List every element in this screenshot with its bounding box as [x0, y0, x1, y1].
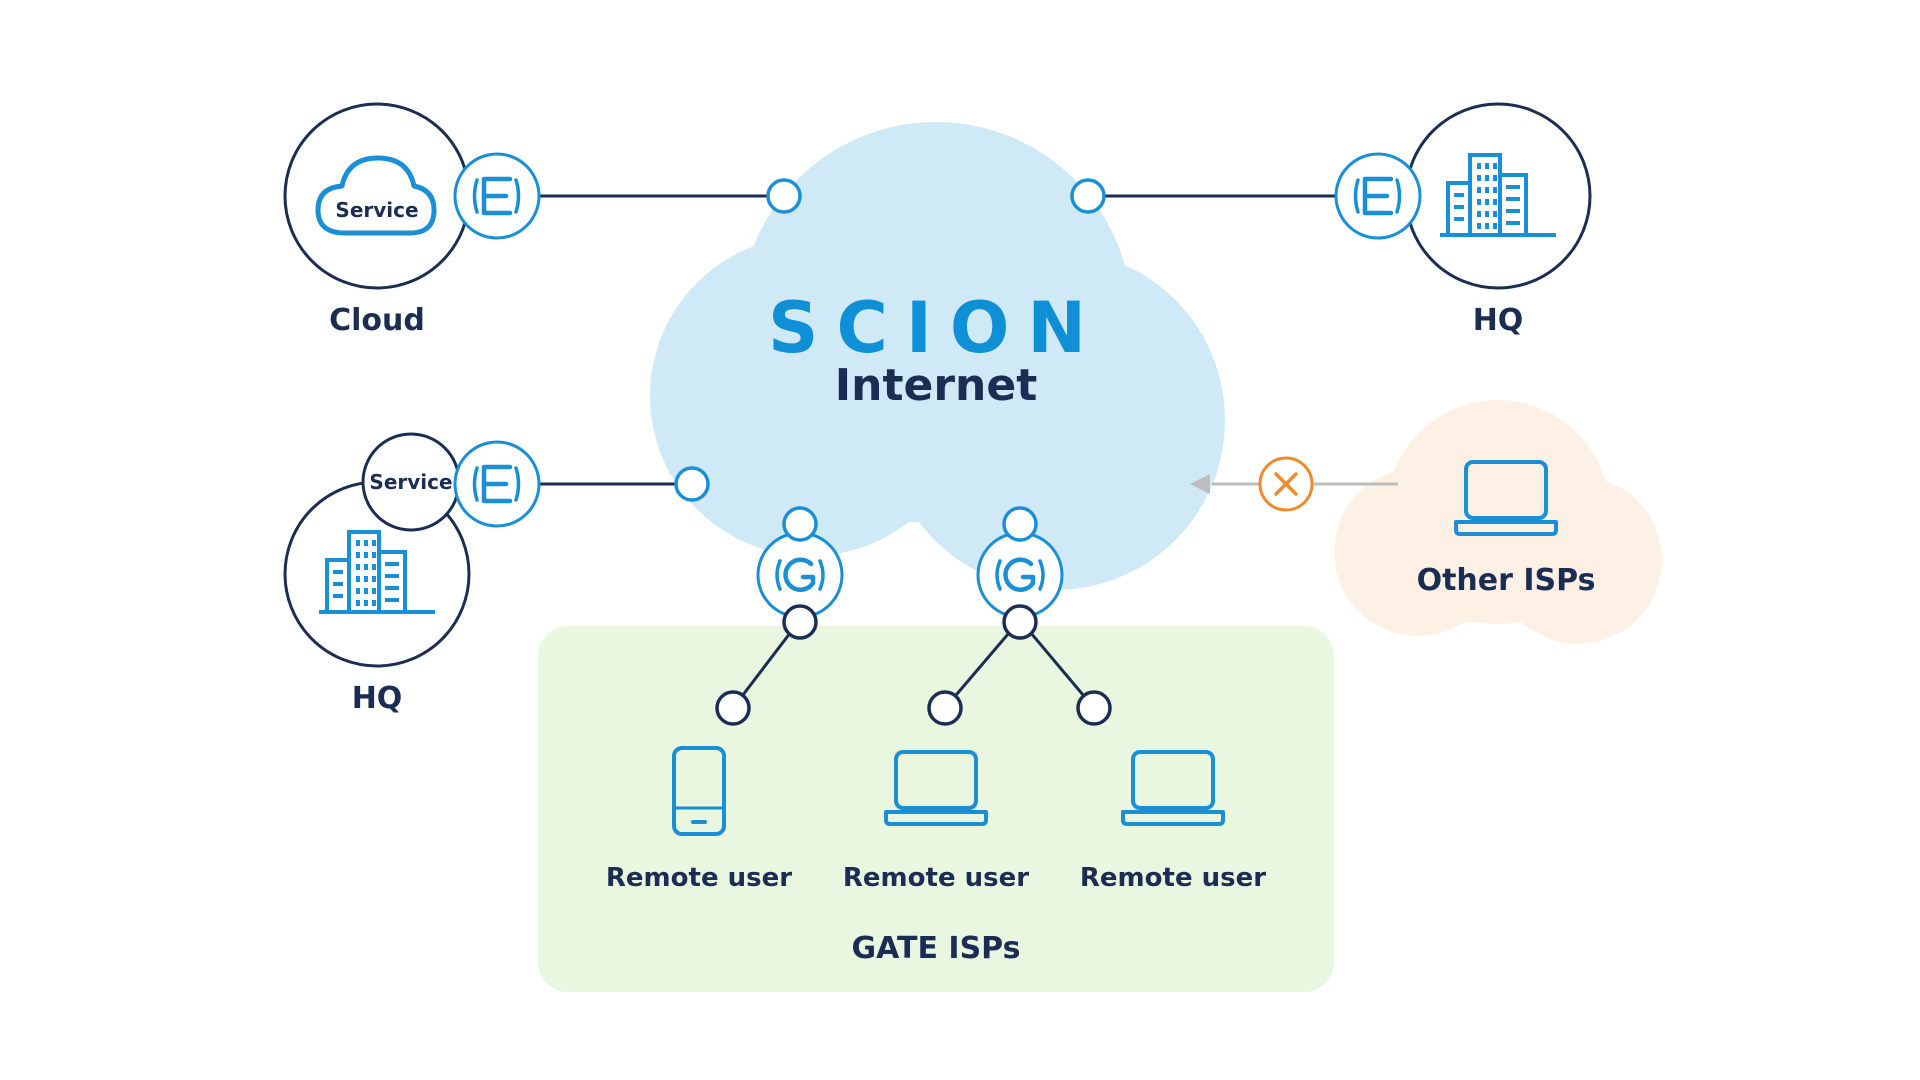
hq-right-label: HQ — [1473, 303, 1524, 338]
hq-left-site: Service HQ — [283, 432, 539, 716]
other-isps-label: Other ISPs — [1417, 563, 1596, 598]
hq-right-site: HQ — [1336, 102, 1592, 338]
phone-icon — [672, 746, 726, 836]
remote-user-label: Remote user — [1080, 863, 1266, 893]
remote-user-label: Remote user — [843, 863, 1029, 893]
internet-subtitle: Internet — [835, 360, 1037, 411]
e-edge-icon — [455, 442, 539, 526]
remote-user-3: Remote user — [1080, 750, 1266, 893]
scion-internet-cloud — [650, 122, 1225, 590]
gate-isps-label: GATE ISPs — [852, 931, 1021, 966]
scion-title: SCION — [768, 287, 1104, 369]
x-blocked-icon — [1258, 456, 1314, 512]
connection-nodes — [674, 178, 1112, 726]
remote-user-label: Remote user — [606, 863, 792, 893]
service-cloud-icon — [315, 155, 437, 236]
hq-service-label: Service — [369, 470, 452, 494]
hq-left-label: HQ — [352, 681, 403, 716]
e-edge-icon — [455, 154, 539, 238]
other-isps-cloud — [1334, 400, 1662, 644]
cloud-label: Cloud — [329, 303, 425, 338]
cloud-service-label: Service — [335, 198, 418, 222]
remote-user-2: Remote user — [843, 750, 1029, 893]
cloud-site: Service Cloud — [283, 102, 539, 338]
remote-user-1: Remote user — [606, 746, 792, 893]
blocked-link — [1190, 456, 1398, 512]
other-isps: Other ISPs — [1417, 460, 1596, 598]
e-edge-icon — [1336, 154, 1420, 238]
